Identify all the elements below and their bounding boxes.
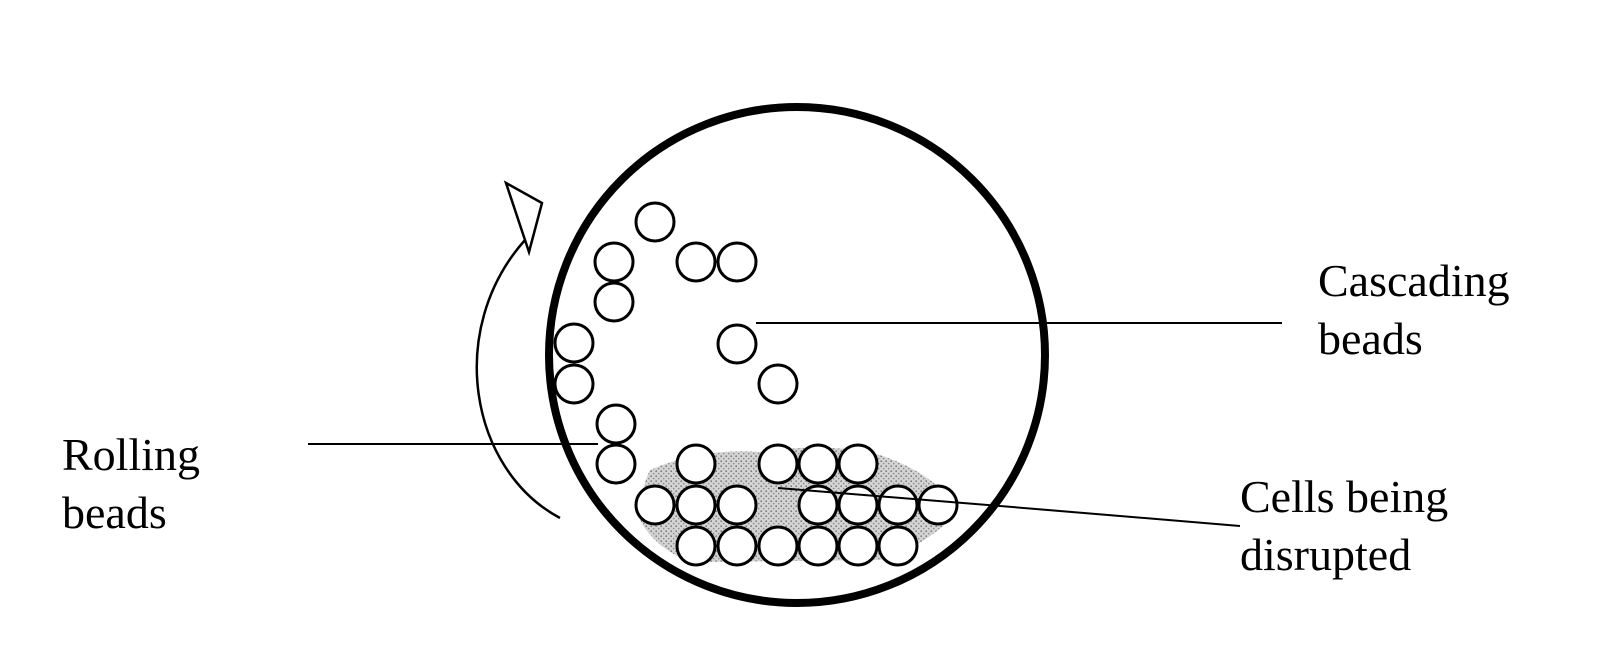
rolling-bead (595, 443, 637, 485)
vessel-circle (545, 103, 1049, 607)
packed-bead (917, 484, 959, 526)
rolling-beads-label: Rolling beads (62, 426, 200, 542)
beads-group (553, 201, 959, 567)
packed-bead (837, 484, 879, 526)
cascading-bead (675, 241, 717, 283)
packed-bead (675, 443, 717, 485)
rotation-arrow-icon (475, 180, 561, 520)
rolling-bead (595, 403, 637, 445)
packed-bead (757, 443, 799, 485)
rolling-beads-label-line2: beads (62, 487, 167, 538)
rolling-bead (634, 201, 676, 243)
cascading-bead (716, 241, 758, 283)
packed-bead (797, 443, 839, 485)
packed-bead (716, 484, 758, 526)
packed-bead (716, 525, 758, 567)
cascading-beads-label-line2: beads (1318, 313, 1423, 364)
rolling-bead (593, 281, 635, 323)
cascading-bead (757, 363, 799, 405)
packed-bead (837, 443, 879, 485)
cells-leader-line (777, 487, 1241, 527)
rolling-bead (553, 322, 595, 364)
packed-bead (797, 525, 839, 567)
packed-bead (675, 525, 717, 567)
rolling-bead (553, 363, 595, 405)
cascading-beads-label-line1: Cascading (1318, 255, 1510, 306)
rolling-beads-label-line1: Rolling (62, 429, 201, 480)
cells-disrupted-label: Cells being disrupted (1240, 468, 1448, 584)
cascading-bead (716, 323, 758, 365)
packed-bead (675, 484, 717, 526)
packed-bead (877, 525, 919, 567)
packed-bead (837, 525, 879, 567)
cascading-beads-label: Cascading beads (1318, 252, 1510, 368)
packed-bead (757, 525, 799, 567)
cells-disrupted-label-line1: Cells being (1240, 471, 1449, 522)
cells-disrupted-label-line2: disrupted (1240, 529, 1412, 580)
packed-bead (877, 484, 919, 526)
packed-bead (634, 484, 676, 526)
rolling-bead (593, 241, 635, 283)
packed-bead (797, 484, 839, 526)
